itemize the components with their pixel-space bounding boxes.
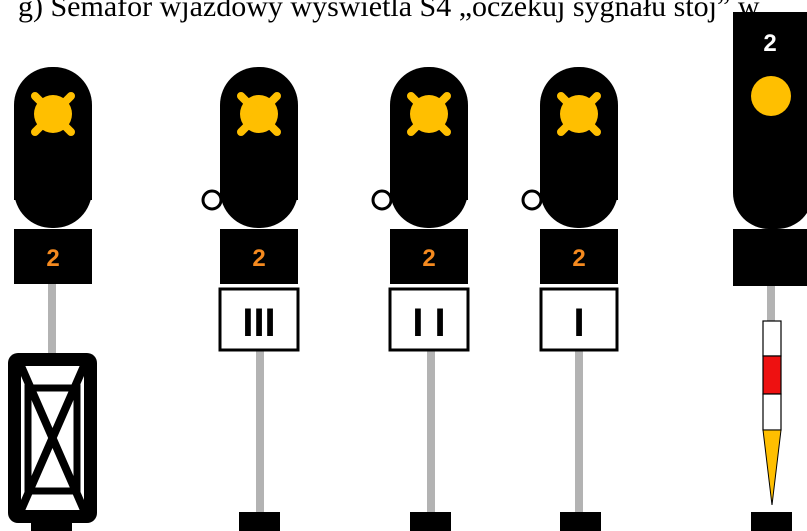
yellow-lamp-icon xyxy=(751,76,791,116)
signal-head-base xyxy=(14,150,92,200)
signal-number: 2 xyxy=(763,30,776,57)
yellow-lamp-icon xyxy=(237,92,281,136)
pole xyxy=(256,350,264,520)
side-lamp-icon xyxy=(371,189,393,211)
signal-head-base xyxy=(220,150,298,200)
signal-head xyxy=(540,67,618,228)
number-plate xyxy=(733,12,807,69)
yellow-lamp-icon xyxy=(407,92,451,136)
signal-head-base xyxy=(540,150,618,200)
pole-foot xyxy=(239,512,280,531)
number-plate xyxy=(220,229,298,284)
pole-foot xyxy=(751,512,792,531)
signal-number: 2 xyxy=(572,245,585,272)
signal-2: 2 III xyxy=(201,67,300,531)
number-plate xyxy=(540,229,618,284)
track-indicator-plate xyxy=(539,287,619,352)
signal-number: 2 xyxy=(422,245,435,272)
pole-foot xyxy=(560,512,601,531)
signal-4: 2 I xyxy=(521,67,619,531)
track-indicator-text: I I xyxy=(412,301,445,345)
track-indicator-plate xyxy=(218,287,300,352)
signal-head xyxy=(220,67,298,228)
signal-number: 2 xyxy=(46,245,59,272)
signal-number: 2 xyxy=(252,245,265,272)
pole-foot xyxy=(31,516,72,531)
signal-3: 2 I I xyxy=(371,67,470,531)
side-lamp-icon xyxy=(521,189,543,211)
signal-head xyxy=(390,67,468,228)
lower-box xyxy=(733,229,807,286)
cross-board-icon xyxy=(8,353,97,523)
pole xyxy=(48,283,56,353)
number-plate xyxy=(390,229,468,284)
caption: g) Semafor wjazdowy wyświetla S4 „oczeku… xyxy=(18,0,760,23)
signal-5: 2 xyxy=(733,12,807,531)
pole xyxy=(575,350,583,520)
signal-head xyxy=(14,67,92,228)
number-plate xyxy=(14,229,92,284)
striped-mast-icon xyxy=(762,320,782,506)
track-indicator-plate xyxy=(388,287,470,352)
signal-1: 2 xyxy=(8,67,97,531)
pole xyxy=(767,286,775,321)
pole xyxy=(427,350,435,520)
track-indicator-text: I xyxy=(573,301,584,345)
side-lamp-icon xyxy=(201,189,223,211)
signal-head-base xyxy=(390,150,468,200)
yellow-lamp-icon xyxy=(557,92,601,136)
yellow-lamp-icon xyxy=(31,92,75,136)
pole-foot xyxy=(410,512,451,531)
track-indicator-text: III xyxy=(242,301,275,345)
